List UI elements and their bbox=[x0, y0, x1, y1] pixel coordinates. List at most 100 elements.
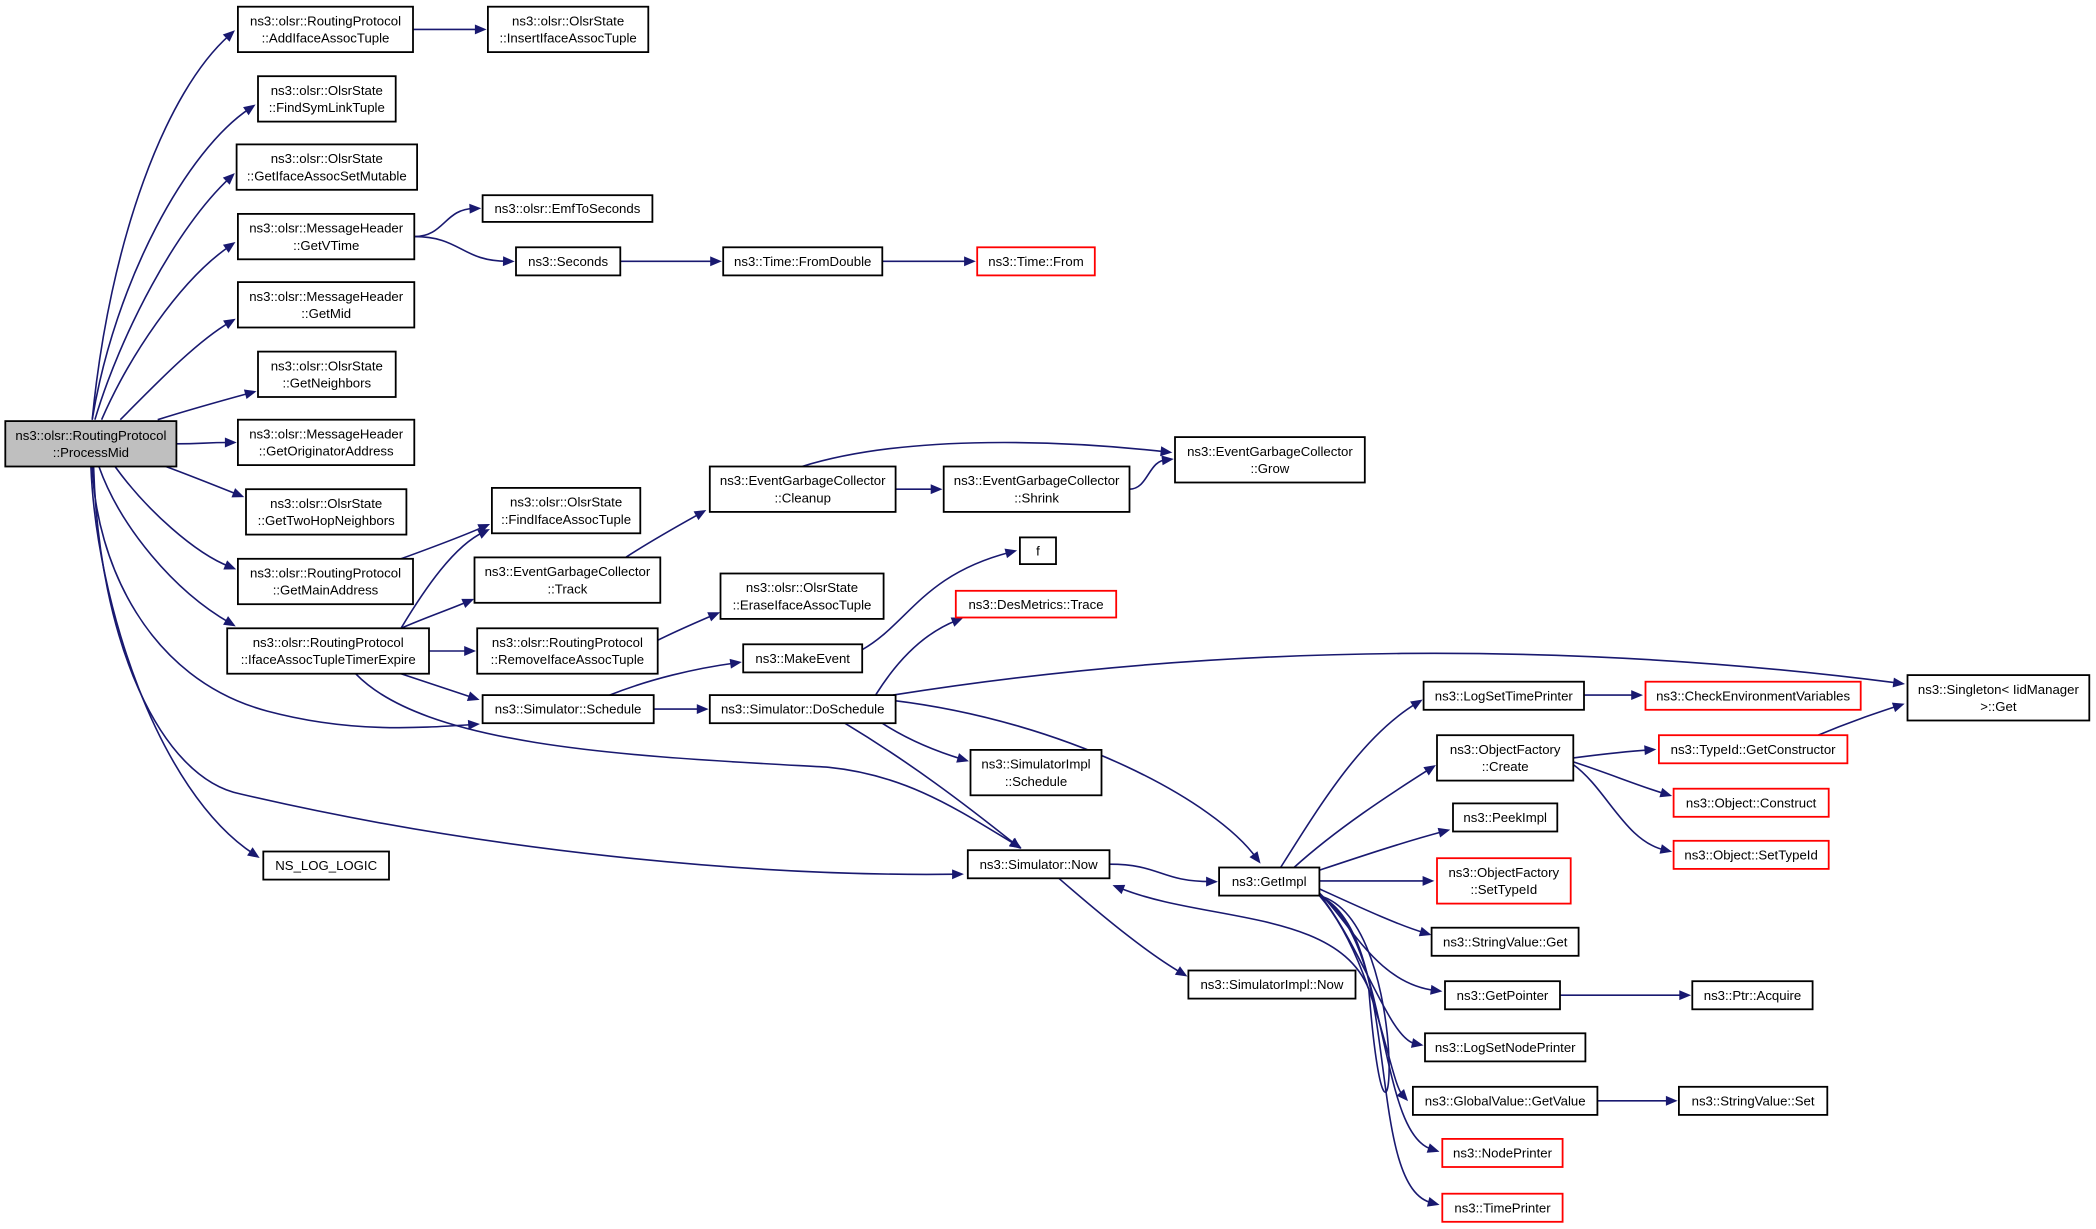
node-label: ns3::StringValue::Set bbox=[1692, 1093, 1815, 1108]
node-getconstructor[interactable]: ns3::TypeId::GetConstructor bbox=[1658, 734, 1849, 765]
node-eraseifaceassoctuple[interactable]: ns3::olsr::OlsrState::EraseIfaceAssocTup… bbox=[719, 572, 885, 620]
node-label: ::IfaceAssocTupleTimerExpire bbox=[241, 652, 416, 667]
edge-line bbox=[1293, 767, 1431, 869]
node-label: ns3::olsr::OlsrState bbox=[271, 358, 383, 373]
node-grow[interactable]: ns3::EventGarbageCollector::Grow bbox=[1174, 436, 1366, 484]
node-findsymlinktuple[interactable]: ns3::olsr::OlsrState::FindSymLinkTuple bbox=[257, 75, 397, 123]
node-box bbox=[490, 486, 642, 535]
node-label: ::Grow bbox=[1250, 461, 1289, 476]
node-insertifaceassoctuple[interactable]: ns3::olsr::OlsrState::InsertIfaceAssocTu… bbox=[486, 5, 650, 54]
edge-line bbox=[892, 699, 1258, 859]
node-cleanup[interactable]: ns3::EventGarbageCollector::Cleanup bbox=[708, 465, 897, 513]
node-box bbox=[236, 5, 414, 54]
node-f[interactable]: f bbox=[1019, 536, 1057, 566]
arrowhead bbox=[1644, 745, 1657, 756]
node-getpointer[interactable]: ns3::GetPointer bbox=[1444, 980, 1561, 1011]
node-timeprinter[interactable]: ns3::TimePrinter bbox=[1441, 1192, 1564, 1223]
node-box bbox=[235, 143, 419, 191]
node-label: ns3::Object::Construct bbox=[1686, 795, 1817, 810]
node-doschedule[interactable]: ns3::Simulator::DoSchedule bbox=[708, 694, 897, 725]
node-objectconstruct[interactable]: ns3::Object::Construct bbox=[1672, 787, 1830, 818]
node-getoriginatoraddress[interactable]: ns3::olsr::MessageHeader::GetOriginatorA… bbox=[236, 418, 416, 467]
node-ns-log-logic[interactable]: NS_LOG_LOGIC bbox=[262, 850, 390, 881]
node-simnow[interactable]: ns3::Simulator::Now bbox=[966, 849, 1111, 880]
node-box bbox=[1218, 866, 1321, 897]
node-ptracquire[interactable]: ns3::Ptr::Acquire bbox=[1691, 980, 1814, 1011]
node-label: ::Shrink bbox=[1014, 490, 1059, 505]
arrowhead bbox=[1426, 1197, 1440, 1207]
call-edge-Cleanup-to-Shrink bbox=[895, 484, 943, 495]
node-box bbox=[976, 246, 1096, 277]
node-makeevent[interactable]: ns3::MakeEvent bbox=[742, 643, 864, 674]
edge-line bbox=[414, 235, 509, 263]
node-label: ::InsertIfaceAssocTuple bbox=[499, 31, 636, 46]
node-label: ns3::EventGarbageCollector bbox=[485, 564, 651, 579]
node-label: ns3::EventGarbageCollector bbox=[954, 473, 1120, 488]
node-label: ns3::SimulatorImpl bbox=[981, 757, 1090, 772]
node-ifaceassoctupletimerexpire[interactable]: ns3::olsr::RoutingProtocol::IfaceAssocTu… bbox=[226, 627, 430, 675]
edge-line bbox=[100, 245, 231, 421]
node-getimpl[interactable]: ns3::GetImpl bbox=[1218, 866, 1321, 897]
node-addifaceassoctuple[interactable]: ns3::olsr::RoutingProtocol::AddIfaceAsso… bbox=[236, 5, 414, 54]
node-label: ns3::Seconds bbox=[528, 254, 608, 269]
node-stringvalueset[interactable]: ns3::StringValue::Set bbox=[1678, 1085, 1829, 1116]
node-box bbox=[1187, 969, 1357, 1000]
node-checkenvvars[interactable]: ns3::CheckEnvironmentVariables bbox=[1644, 680, 1862, 711]
node-label: ns3::olsr::OlsrState bbox=[271, 151, 383, 166]
call-edge-GetImpl-to-StringValueGet bbox=[1319, 888, 1432, 937]
arrowhead bbox=[466, 691, 480, 701]
arrowhead bbox=[223, 318, 236, 330]
node-track[interactable]: ns3::EventGarbageCollector::Track bbox=[473, 556, 662, 604]
node-peekimpl[interactable]: ns3::PeekImpl bbox=[1452, 802, 1559, 833]
node-fromdouble[interactable]: ns3::Time::FromDouble bbox=[722, 246, 884, 277]
node-simimplnow[interactable]: ns3::SimulatorImpl::Now bbox=[1187, 969, 1357, 1000]
node-objectfactorycreate[interactable]: ns3::ObjectFactory::Create bbox=[1436, 734, 1575, 782]
node-timefrom[interactable]: ns3::Time::From bbox=[976, 246, 1096, 277]
node-box bbox=[473, 556, 662, 604]
call-edge-DoSchedule-to-SimNow bbox=[844, 722, 1022, 850]
node-getneighbors[interactable]: ns3::olsr::OlsrState::GetNeighbors bbox=[257, 350, 397, 398]
edge-line bbox=[92, 466, 958, 876]
node-label: ns3::StringValue::Get bbox=[1443, 934, 1568, 949]
node-nodeprinter[interactable]: ns3::NodePrinter bbox=[1441, 1138, 1564, 1168]
node-ofsettypeid[interactable]: ns3::ObjectFactory::SetTypeId bbox=[1436, 857, 1572, 905]
edge-line bbox=[1572, 763, 1666, 851]
arrowhead bbox=[223, 560, 237, 570]
arrowhead bbox=[1891, 702, 1905, 713]
node-logsetnodeprinter[interactable]: ns3::LogSetNodePrinter bbox=[1424, 1032, 1587, 1063]
node-emftoseconds[interactable]: ns3::olsr::EmfToSeconds bbox=[481, 194, 654, 223]
arrowhead bbox=[950, 617, 964, 627]
node-findifaceassoctuple[interactable]: ns3::olsr::OlsrState::FindIfaceAssocTupl… bbox=[490, 486, 642, 535]
node-removeifaceassoctuple[interactable]: ns3::olsr::RoutingProtocol::RemoveIfaceA… bbox=[476, 627, 659, 675]
node-box bbox=[969, 749, 1103, 797]
node-getmainaddress[interactable]: ns3::olsr::RoutingProtocol::GetMainAddre… bbox=[236, 557, 414, 606]
node-getvtime[interactable]: ns3::olsr::MessageHeader::GetVTime bbox=[236, 212, 416, 261]
call-edge-GetImpl-to-SimNow bbox=[1112, 884, 1390, 1093]
node-box bbox=[1019, 536, 1057, 566]
node-shrink[interactable]: ns3::EventGarbageCollector::Shrink bbox=[942, 465, 1131, 513]
call-edge-ObjectFactoryCreate-to-ObjectSetTypeId bbox=[1572, 763, 1673, 854]
node-label: ns3::olsr::RoutingProtocol bbox=[492, 635, 643, 650]
node-label: ns3::Singleton< IidManager bbox=[1918, 682, 2080, 697]
node-globalvaluegetvalue[interactable]: ns3::GlobalValue::GetValue bbox=[1412, 1085, 1599, 1116]
node-singletonget[interactable]: ns3::Singleton< IidManager>::Get bbox=[1906, 674, 2091, 722]
node-label: ::GetIfaceAssocSetMutable bbox=[247, 168, 407, 183]
call-edge-GetImpl-to-LogSetTimePrinter bbox=[1279, 699, 1423, 868]
node-getifaceassocsetmutable[interactable]: ns3::olsr::OlsrState::GetIfaceAssocSetMu… bbox=[235, 143, 419, 191]
node-logsettimeprinter[interactable]: ns3::LogSetTimePrinter bbox=[1422, 680, 1585, 711]
node-box bbox=[1412, 1085, 1599, 1116]
node-seconds[interactable]: ns3::Seconds bbox=[515, 246, 622, 277]
node-simimplschedule[interactable]: ns3::SimulatorImpl::Schedule bbox=[969, 749, 1103, 797]
node-box bbox=[1424, 1032, 1587, 1063]
node-getmid[interactable]: ns3::olsr::MessageHeader::GetMid bbox=[236, 281, 416, 329]
node-gettwohopneighbors[interactable]: ns3::olsr::OlsrState::GetTwoHopNeighbors bbox=[245, 488, 408, 536]
node-desmetricstrace[interactable]: ns3::DesMetrics::Trace bbox=[954, 589, 1118, 619]
node-box bbox=[1174, 436, 1366, 484]
node-label: ::GetMainAddress bbox=[273, 583, 379, 598]
node-box bbox=[476, 627, 659, 675]
node-box bbox=[257, 350, 397, 398]
node-simschedule[interactable]: ns3::Simulator::Schedule bbox=[481, 694, 655, 725]
node-label: ::SetTypeId bbox=[1470, 882, 1537, 897]
node-objectsettypeid[interactable]: ns3::Object::SetTypeId bbox=[1672, 839, 1830, 870]
node-stringvalueget[interactable]: ns3::StringValue::Get bbox=[1430, 926, 1580, 957]
